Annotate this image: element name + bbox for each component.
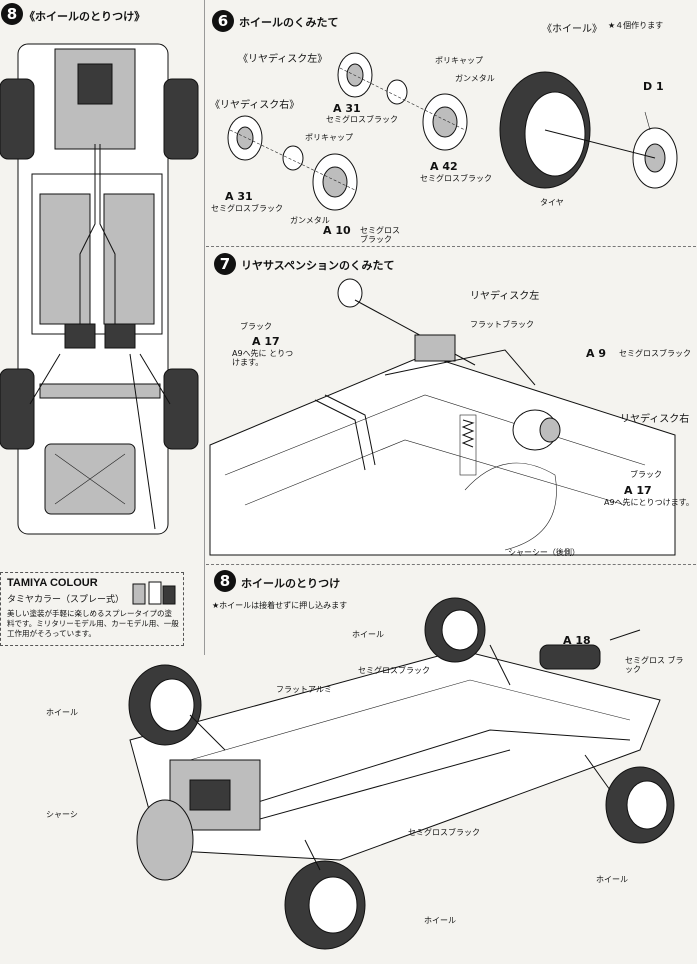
part-number-a17: A 17 xyxy=(624,484,652,497)
wheel-front-left xyxy=(128,664,202,746)
chassis-label: シャーシ xyxy=(46,810,78,819)
spray-can-icon xyxy=(132,581,176,605)
colour-box-subtitle: タミヤカラー（スプレー式） xyxy=(7,595,125,605)
wheel-assembly-illustration xyxy=(227,52,678,211)
section-divider xyxy=(206,564,696,565)
rear-disc-right-heading: 《リヤディスク右》 xyxy=(210,100,300,111)
rear-disc-left-label: リヤディスク左 xyxy=(470,291,540,302)
chassis-underside-illustration xyxy=(0,43,199,535)
step-number: 6 xyxy=(212,10,234,32)
step-number: 8 xyxy=(1,3,23,25)
gunmetal-label: ガンメタル xyxy=(455,74,495,83)
left-panel-title: 《ホイールのとりつけ》 xyxy=(24,10,146,23)
step-number: 8 xyxy=(214,570,236,592)
wheel-installation-illustration xyxy=(128,597,675,950)
part-number-a17: A 17 xyxy=(252,335,280,348)
black-label: ブラック xyxy=(630,470,662,479)
gunmetal-label: ガンメタル xyxy=(290,216,330,225)
part-number-a9: A 9 xyxy=(586,347,606,360)
tamiya-colour-box: TAMIYA COLOUR タミヤカラー（スプレー式） 美しい塗装が手軽に楽しめ… xyxy=(0,572,184,646)
part-number-a10: A 10 xyxy=(323,224,351,237)
color-label: セミグロスブラック xyxy=(211,204,283,213)
part-number-a42: A 42 xyxy=(430,160,458,173)
flat-aluminum-label: フラットアルミ xyxy=(276,685,332,694)
step-title: ホイールのくみたて xyxy=(239,16,339,29)
wheel-heading: 《ホイール》 xyxy=(542,24,602,35)
wheel-front-right xyxy=(284,860,366,950)
part-number-d1: D 1 xyxy=(643,80,664,93)
step-title: リヤサスペンションのくみたて xyxy=(241,259,395,272)
color-label: セミグロスブラック xyxy=(408,828,480,837)
section-divider xyxy=(206,246,696,247)
flat-black-label: フラットブラック xyxy=(470,320,534,329)
wheel-install-note: ★ホイールは接着せずに押し込みます xyxy=(212,601,348,610)
rear-disc-left-heading: 《リヤディスク左》 xyxy=(238,54,328,65)
tire-label: タイヤ xyxy=(540,198,564,207)
wheel-label: ホイール xyxy=(596,875,628,884)
part-number-a18: A 18 xyxy=(563,634,591,647)
color-label: セミグロス ブラック xyxy=(625,656,684,674)
wheel-quantity-note: ★４個作ります xyxy=(608,21,664,30)
color-label: セミグロスブラック xyxy=(326,115,398,124)
wheel-label: ホイール xyxy=(46,708,78,717)
part-number-a31: A 31 xyxy=(225,190,253,203)
step-number: 7 xyxy=(214,253,236,275)
color-label: セミグロス ブラック xyxy=(360,226,400,244)
install-note: A9へ先に とりつけます。 xyxy=(232,349,294,367)
rear-suspension-illustration xyxy=(209,278,676,556)
part-number-a31: A 31 xyxy=(333,102,361,115)
color-label: セミグロスブラック xyxy=(619,349,691,358)
step-title: ホイールのとりつけ xyxy=(241,577,341,590)
rear-disc-right-label: リヤディスク右 xyxy=(620,414,690,425)
color-label: セミグロスブラック xyxy=(358,666,430,675)
polycap-label: ポリキャップ xyxy=(305,133,353,142)
wheel-label: ホイール xyxy=(352,630,384,639)
install-note: A9へ先にとりつけます。 xyxy=(604,498,694,507)
black-label: ブラック xyxy=(240,322,272,331)
polycap-label: ポリキャップ xyxy=(435,56,483,65)
wheel-rear-left xyxy=(424,597,486,663)
chassis-rear-label: シャーシー（後側） xyxy=(508,548,580,557)
wheel-label: ホイール xyxy=(424,916,456,925)
wheel-rear-right xyxy=(605,766,675,844)
colour-box-title: TAMIYA COLOUR xyxy=(7,577,98,589)
color-label: セミグロスブラック xyxy=(420,174,492,183)
colour-box-description: 美しい塗装が手軽に楽しめるスプレータイプの塗料です。ミリタリーモデル用、カーモデ… xyxy=(7,609,179,639)
panel-divider xyxy=(204,0,205,655)
